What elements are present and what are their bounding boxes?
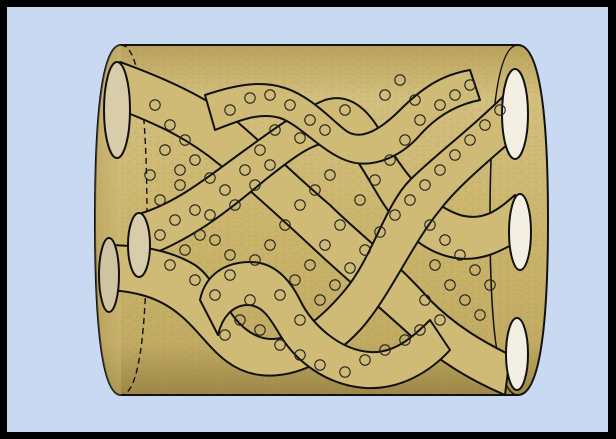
- tube-opening-left-middle: [128, 213, 150, 277]
- tube-opening-right-top: [502, 69, 528, 159]
- tube-opening-right-middle: [509, 194, 531, 270]
- tube-opening-left-bottom: [99, 238, 119, 312]
- tube-opening-left-top: [104, 62, 130, 158]
- tube-opening-right-bottom: [506, 318, 528, 390]
